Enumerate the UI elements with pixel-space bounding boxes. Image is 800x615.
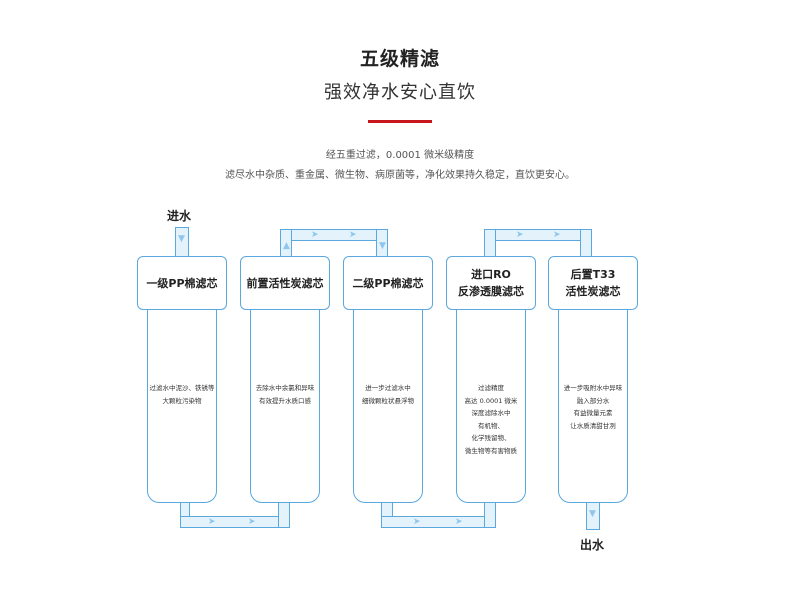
filter-5-body bbox=[558, 300, 628, 503]
flow-up-arrow-icon: ▲ bbox=[283, 241, 290, 251]
filter-1-name: 一级PP棉滤芯 bbox=[146, 276, 218, 290]
connector-4-5-top-pipe bbox=[484, 229, 592, 241]
filter-2-head: 前置活性炭滤芯 bbox=[240, 256, 330, 310]
outlet-label: 出水 bbox=[580, 538, 605, 552]
flow-down-arrow-icon: ▼ bbox=[379, 241, 386, 251]
accent-divider bbox=[368, 120, 432, 123]
filter-3-description: 进一步过滤水中 细微颗粒状悬浮物 bbox=[362, 384, 414, 405]
flow-arrow-icon: ➤ bbox=[455, 517, 463, 527]
filter-1-description: 过滤水中泥沙、铁锈等 大颗粒污染物 bbox=[149, 384, 215, 405]
filter-5-description: 进一步吸附水中异味 融入部分水 有益微量元素 让水质清甜甘冽 bbox=[563, 384, 623, 430]
connector-2-3-top-pipe bbox=[280, 229, 388, 241]
filter-2-body bbox=[250, 300, 320, 503]
page-subtitle: 强效净水安心直饮 bbox=[324, 82, 476, 103]
filter-1-head: 一级PP棉滤芯 bbox=[137, 256, 227, 310]
connector-3-4-bottom-pipe bbox=[381, 516, 496, 528]
description-line-1: 经五重过滤，0.0001 微米级精度 bbox=[325, 150, 475, 161]
description-line-2: 滤尽水中杂质、重金属、微生物、病原菌等，净化效果持久稳定，直饮更安心。 bbox=[225, 170, 575, 181]
filter-4-body bbox=[456, 300, 526, 503]
filter-4-name: 进口RO 反渗透膜滤芯 bbox=[458, 268, 524, 298]
flow-arrow-icon: ➤ bbox=[248, 517, 256, 527]
filter-2-description: 去除水中余氯和异味 有效提升水质口感 bbox=[255, 384, 315, 405]
filter-5-head: 后置T33 活性炭滤芯 bbox=[548, 256, 638, 310]
page-title: 五级精滤 bbox=[359, 48, 440, 70]
connector-1-2-bottom-pipe bbox=[180, 516, 290, 528]
connector-5-riser-pipe bbox=[580, 229, 592, 259]
flow-arrow-icon: ➤ bbox=[208, 517, 216, 527]
flow-arrow-icon: ➤ bbox=[349, 230, 357, 240]
connector-2-up-pipe bbox=[278, 500, 290, 528]
connector-4-riser-pipe bbox=[484, 229, 496, 259]
flow-arrow-icon: ➤ bbox=[413, 517, 421, 527]
filter-4-head: 进口RO 反渗透膜滤芯 bbox=[446, 256, 536, 310]
filter-3-head: 二级PP棉滤芯 bbox=[343, 256, 433, 310]
filter-4-description: 过滤精度 高达 0.0001 微米 深度滤除水中 有机物、 化学残留物、 微生物… bbox=[464, 384, 518, 455]
filter-1-body bbox=[147, 300, 217, 503]
filter-5-name: 后置T33 活性炭滤芯 bbox=[565, 268, 621, 298]
flow-arrow-icon: ➤ bbox=[516, 230, 524, 240]
flow-arrow-icon: ➤ bbox=[311, 230, 319, 240]
filter-3-body bbox=[353, 300, 423, 503]
flow-arrow-icon: ➤ bbox=[553, 230, 561, 240]
inlet-flow-arrow-icon: ▼ bbox=[178, 234, 185, 244]
filter-3-name: 二级PP棉滤芯 bbox=[352, 276, 424, 290]
connector-4-up-pipe bbox=[484, 500, 496, 528]
filter-2-name: 前置活性炭滤芯 bbox=[246, 276, 324, 290]
outlet-flow-arrow-icon: ▼ bbox=[589, 509, 596, 519]
inlet-label: 进水 bbox=[167, 209, 192, 223]
